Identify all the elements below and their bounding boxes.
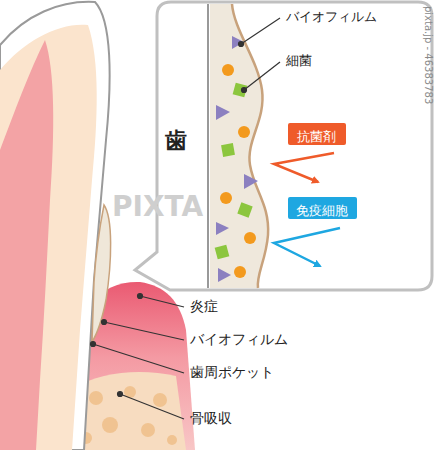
biofilm-on-tooth — [92, 205, 111, 342]
node-text: 歯 — [165, 128, 187, 154]
inflammation-label: 炎症 — [190, 298, 218, 315]
biofilm-label: バイオフィルム — [190, 331, 288, 348]
callout-biofilm — [210, 4, 268, 288]
immune-cell-box: 免疫細胞 — [288, 197, 357, 219]
tooth-surface-line — [207, 4, 209, 288]
antibacterial-box: 抗菌剤 — [288, 123, 346, 145]
node-text: 免疫細胞 — [296, 203, 348, 219]
watermark: PIXTA — [112, 190, 203, 224]
biofilm-edge — [232, 4, 268, 288]
watermark-id: pixta.jp - 46383783 — [422, 6, 434, 104]
bacteria — [215, 36, 258, 282]
bone-resorption-label: 骨吸収 — [190, 410, 232, 427]
biofilm-label: バイオフィルム — [286, 9, 377, 25]
callout-bubble — [135, 2, 432, 290]
leader-lines — [91, 294, 185, 420]
antibacterial-arrow — [274, 153, 334, 182]
tooth — [0, 2, 110, 450]
immune-arrow — [274, 228, 340, 266]
periodontal-pocket-label: 歯周ポケット — [190, 364, 274, 381]
callout-leaders — [239, 18, 281, 93]
bacteria-label: 細菌 — [286, 53, 312, 69]
node-text: 抗菌剤 — [297, 129, 336, 145]
callout-panel: 歯 抗菌剤免疫細胞 — [157, 2, 432, 290]
